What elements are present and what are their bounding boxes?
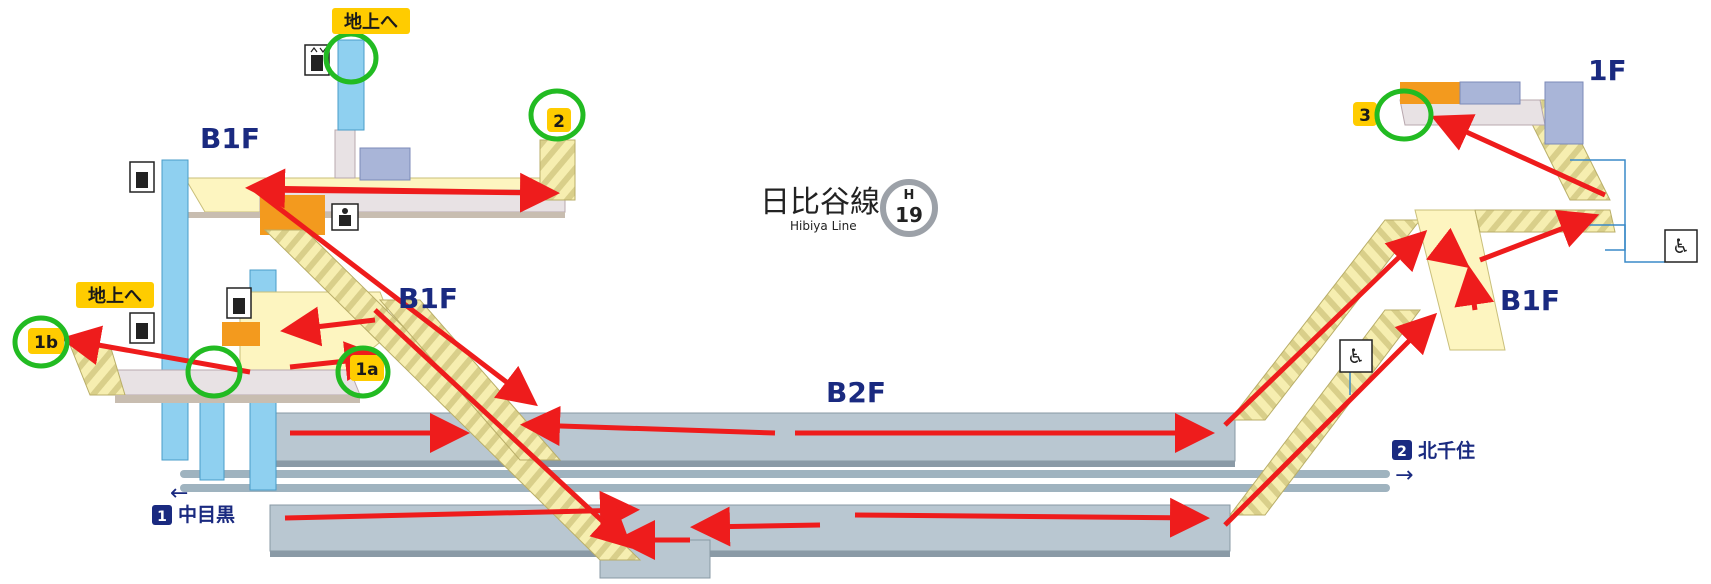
svg-text:2: 2 (553, 112, 565, 132)
svg-text:→: → (1395, 463, 1413, 488)
route-arrow (280, 306, 376, 347)
svg-text:2: 2 (1397, 444, 1407, 460)
route-arrow (253, 188, 538, 407)
exit-badge-3[interactable]: 3 (1353, 102, 1377, 126)
direction-left: ← 1 中目黒 (152, 481, 235, 526)
route-arrow (1430, 114, 1607, 198)
to-ground-sign-top: 地上へ (332, 8, 410, 34)
highlight-circle (528, 88, 586, 142)
route-arrow (1479, 210, 1600, 263)
to-ground-sign-left: 地上へ (76, 282, 154, 308)
route-arrows (60, 114, 1607, 560)
route-arrow (373, 308, 633, 549)
route-arrow (1223, 230, 1428, 427)
svg-text:♿: ♿ (1672, 234, 1690, 258)
svg-text:1b: 1b (34, 333, 58, 353)
route-arrow (1426, 227, 1470, 269)
route-arrow (854, 497, 1210, 538)
line-title: 日比谷線 Hibiya Line H 19 (760, 179, 938, 237)
floor-label-b2f: B2F (826, 376, 886, 409)
svg-text:♿: ♿ (1347, 344, 1365, 368)
toilet-icon (331, 203, 359, 231)
route-arrow (284, 490, 640, 531)
wheelchair-lift-icon: ♿ (1339, 339, 1373, 373)
route-arrow (245, 168, 551, 209)
svg-text:1: 1 (157, 509, 167, 525)
route-arrow (60, 325, 251, 375)
svg-text:1a: 1a (355, 360, 378, 380)
line-name-en: Hibiya Line (790, 219, 857, 233)
floor-label-b1f: B1F (1500, 284, 1560, 317)
highlight-circle (335, 345, 391, 399)
line-badge: H 19 (880, 179, 938, 237)
line-name-jp: 日比谷線 (760, 185, 880, 220)
route-arrow (1454, 265, 1495, 311)
svg-text:北千住: 北千住 (1418, 439, 1475, 462)
route-arrow (1223, 312, 1438, 527)
platform-area (180, 412, 1390, 579)
svg-text:←: ← (170, 481, 188, 506)
highlight-circle (1374, 88, 1434, 142)
exit-badge-1b[interactable]: 1b (28, 328, 64, 354)
svg-text:地上へ: 地上へ (344, 11, 398, 33)
floor-label-1f: 1F (1588, 54, 1627, 87)
route-arrow (690, 506, 821, 547)
route-arrow (520, 405, 776, 446)
svg-text:H: H (904, 188, 915, 203)
highlight-circle (185, 345, 243, 399)
stairs-left-mid (378, 299, 562, 461)
elevator-icon (226, 287, 252, 319)
elevator-icon (129, 161, 155, 193)
elevator-icon (129, 312, 155, 344)
floor-label-b1f: B1F (200, 122, 260, 155)
floor-label-b1f: B1F (398, 282, 458, 315)
svg-text:中目黒: 中目黒 (178, 503, 235, 526)
svg-text:地上へ: 地上へ (88, 285, 142, 307)
highlight-circle (12, 315, 70, 369)
escalator-left-long (263, 229, 642, 561)
svg-text:3: 3 (1359, 106, 1371, 126)
svg-text:19: 19 (895, 203, 923, 227)
exit-badge-1a[interactable]: 1a (350, 355, 384, 381)
exit-badge-2[interactable]: 2 (547, 108, 571, 132)
wheelchair-lift-icon: ♿ (1664, 229, 1698, 263)
direction-right: 2 北千住 → (1392, 439, 1475, 488)
